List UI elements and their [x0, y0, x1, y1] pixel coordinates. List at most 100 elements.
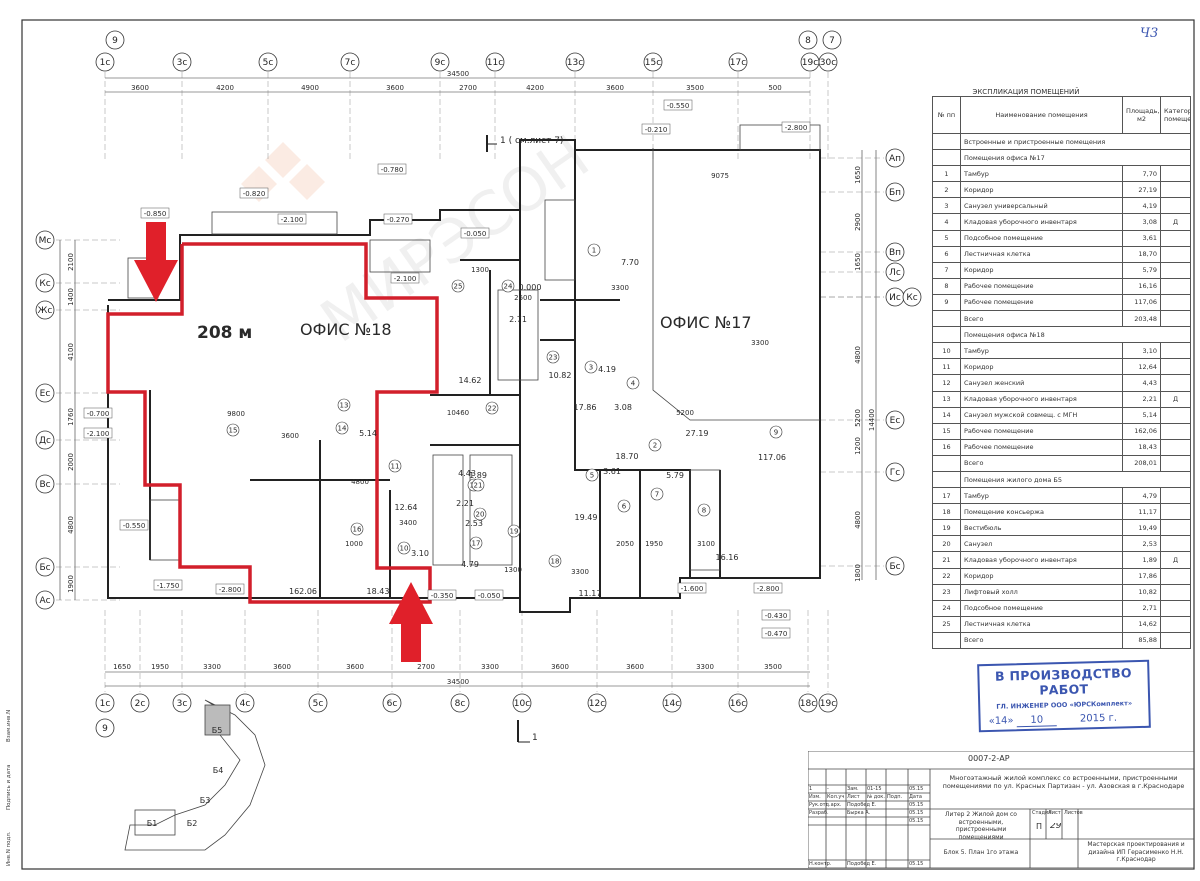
room-explication-table: ЭКСПЛИКАЦИЯ ПОМЕЩЕНИЙ № пп Наименование … — [932, 88, 1191, 650]
room-area-19: 2.53 — [465, 519, 483, 528]
bottom-axis-5с-circle — [308, 693, 328, 713]
stamp-date: «14» 10 2015 г. — [981, 712, 1149, 728]
left-dim-6: 1900 — [67, 575, 75, 593]
interior-dim-16: 3100 — [697, 540, 715, 548]
row-number: 12 — [932, 374, 961, 392]
right-dim-6: 4800 — [854, 511, 862, 529]
room-marker-13: 13 — [340, 402, 349, 410]
section-heading-row: Помещения жилого дома Б5 — [932, 470, 1191, 489]
right-axis-Вп-2-circle — [885, 242, 905, 262]
row-name: Кладовая уборочного инвентаря — [960, 551, 1123, 569]
top-dim-3: 3600 — [386, 84, 404, 92]
row-number — [932, 454, 961, 472]
approval-stamp: В ПРОИЗВОДСТВО РАБОТ ГЛ. ИНЖЕНЕР ООО «ЮР… — [977, 659, 1151, 733]
top-axis-17с: 17с — [730, 58, 746, 68]
axis-grid — [56, 72, 884, 692]
room-marker-circle-7 — [650, 487, 664, 501]
left-axis-Кс-circle — [35, 273, 55, 293]
row-number: 5 — [932, 229, 961, 247]
top-axis-1с-circle — [95, 52, 115, 72]
row-category — [1160, 342, 1191, 360]
room-marker-25: 25 — [454, 283, 463, 291]
left-axis-Ес: Ес — [40, 389, 51, 399]
bottom-total-dim: 34500 — [447, 678, 469, 686]
row-area: 27,19 — [1122, 181, 1161, 199]
room-marker-circle-17 — [469, 536, 483, 550]
title-rev-0: 1 — [809, 786, 813, 792]
row-name: Коридор — [960, 181, 1123, 199]
left-axis-Вс-circle — [35, 474, 55, 494]
right-axis-Ап-0: Ап — [889, 154, 901, 164]
row-number: 3 — [932, 197, 961, 215]
room-marker-circle-1 — [587, 243, 601, 257]
top-axis-upper-7-circle — [822, 30, 842, 50]
row-number: 13 — [932, 390, 961, 408]
interior-dim-6: 10460 — [447, 409, 469, 417]
row-area: 16,16 — [1122, 277, 1161, 295]
bottom-dim-1: 1950 — [151, 663, 169, 671]
bottom-axis-10с-circle — [512, 693, 532, 713]
level-mark-19: -0.430 — [765, 612, 788, 620]
row-name: Подсобное помещение — [960, 599, 1123, 617]
level-mark-3: -2.100 — [281, 216, 304, 224]
room-area-17: 11.17 — [579, 589, 602, 598]
bottom-axis-1с: 1с — [100, 699, 111, 709]
office-18-outline — [106, 242, 439, 604]
level-mark-2: -0.850 — [144, 210, 167, 218]
row-name: Рабочее помещение — [960, 277, 1123, 295]
room-marker-18: 18 — [551, 558, 560, 566]
right-axis-Кс-5: Кс — [906, 293, 917, 303]
level-mark-14: -2.800 — [219, 586, 242, 594]
row-number: 14 — [932, 406, 961, 424]
room-marker-circle-23 — [546, 350, 560, 364]
row-name: Коридор — [960, 567, 1123, 585]
bottom-dim-2: 3300 — [203, 663, 221, 671]
explication-title: ЭКСПЛИКАЦИЯ ПОМЕЩЕНИЙ — [972, 88, 1080, 96]
organization: Мастерская проектирования и дизайна ИП Г… — [1087, 841, 1185, 863]
room-area-24: 14.62 — [459, 376, 482, 385]
room-area-12: 2.21 — [456, 499, 474, 508]
row-category — [1160, 293, 1191, 312]
row-area: 3,10 — [1122, 342, 1161, 360]
top-dim-0: 3600 — [131, 84, 149, 92]
room-marker-circle-2 — [648, 438, 662, 452]
title-person-name: Подобед Е. — [847, 802, 877, 808]
top-axis-17с-circle — [728, 52, 748, 72]
top-axis-11с-circle — [485, 52, 505, 72]
bottom-axis-16с-circle — [728, 693, 748, 713]
row-name: Рабочее помещение — [960, 422, 1123, 440]
row-area: 4,43 — [1122, 374, 1161, 392]
level-mark-13: -1.750 — [157, 582, 180, 590]
row-number: 19 — [932, 519, 961, 537]
right-dim-5: 1200 — [854, 437, 862, 455]
right-axis-Ап-0-circle — [885, 148, 905, 168]
top-axis-upper-7: 7 — [829, 36, 835, 46]
row-category — [1160, 277, 1191, 295]
top-axis-upper-9: 9 — [112, 36, 118, 46]
right-axis-Лс-3-circle — [885, 262, 905, 282]
section-mark: 1 ( см.лист 7) — [500, 136, 563, 146]
top-dim-8: 500 — [768, 84, 781, 92]
col-header-number: № пп — [932, 96, 961, 134]
room-marker-6: 6 — [622, 503, 627, 511]
section-heading: Помещения офиса №18 — [960, 326, 1191, 344]
row-category — [1160, 310, 1191, 328]
room-area-20: 1.89 — [469, 471, 487, 480]
building-title: Литер 2 Жилой дом со встроенными, пристр… — [945, 811, 1017, 841]
bottom-axis-14с: 14с — [664, 699, 680, 709]
row-category — [1160, 358, 1191, 376]
level-mark-5: -0.050 — [464, 230, 487, 238]
bottom-axis-8с-circle — [450, 693, 470, 713]
bottom-axis-3с-circle — [172, 693, 192, 713]
row-area: 208,01 — [1122, 454, 1161, 472]
room-marker-circle-4 — [626, 376, 640, 390]
row-name: Санузел мужской совмещ. с МГН — [960, 406, 1123, 424]
title-person-role: Рук.отд.арх. — [809, 802, 842, 808]
level-mark-7: -0.210 — [645, 126, 668, 134]
title-person-date: 05.15 — [909, 810, 924, 816]
level-mark-10: -0.700 — [87, 410, 110, 418]
title-role-3: № док. — [867, 794, 885, 800]
